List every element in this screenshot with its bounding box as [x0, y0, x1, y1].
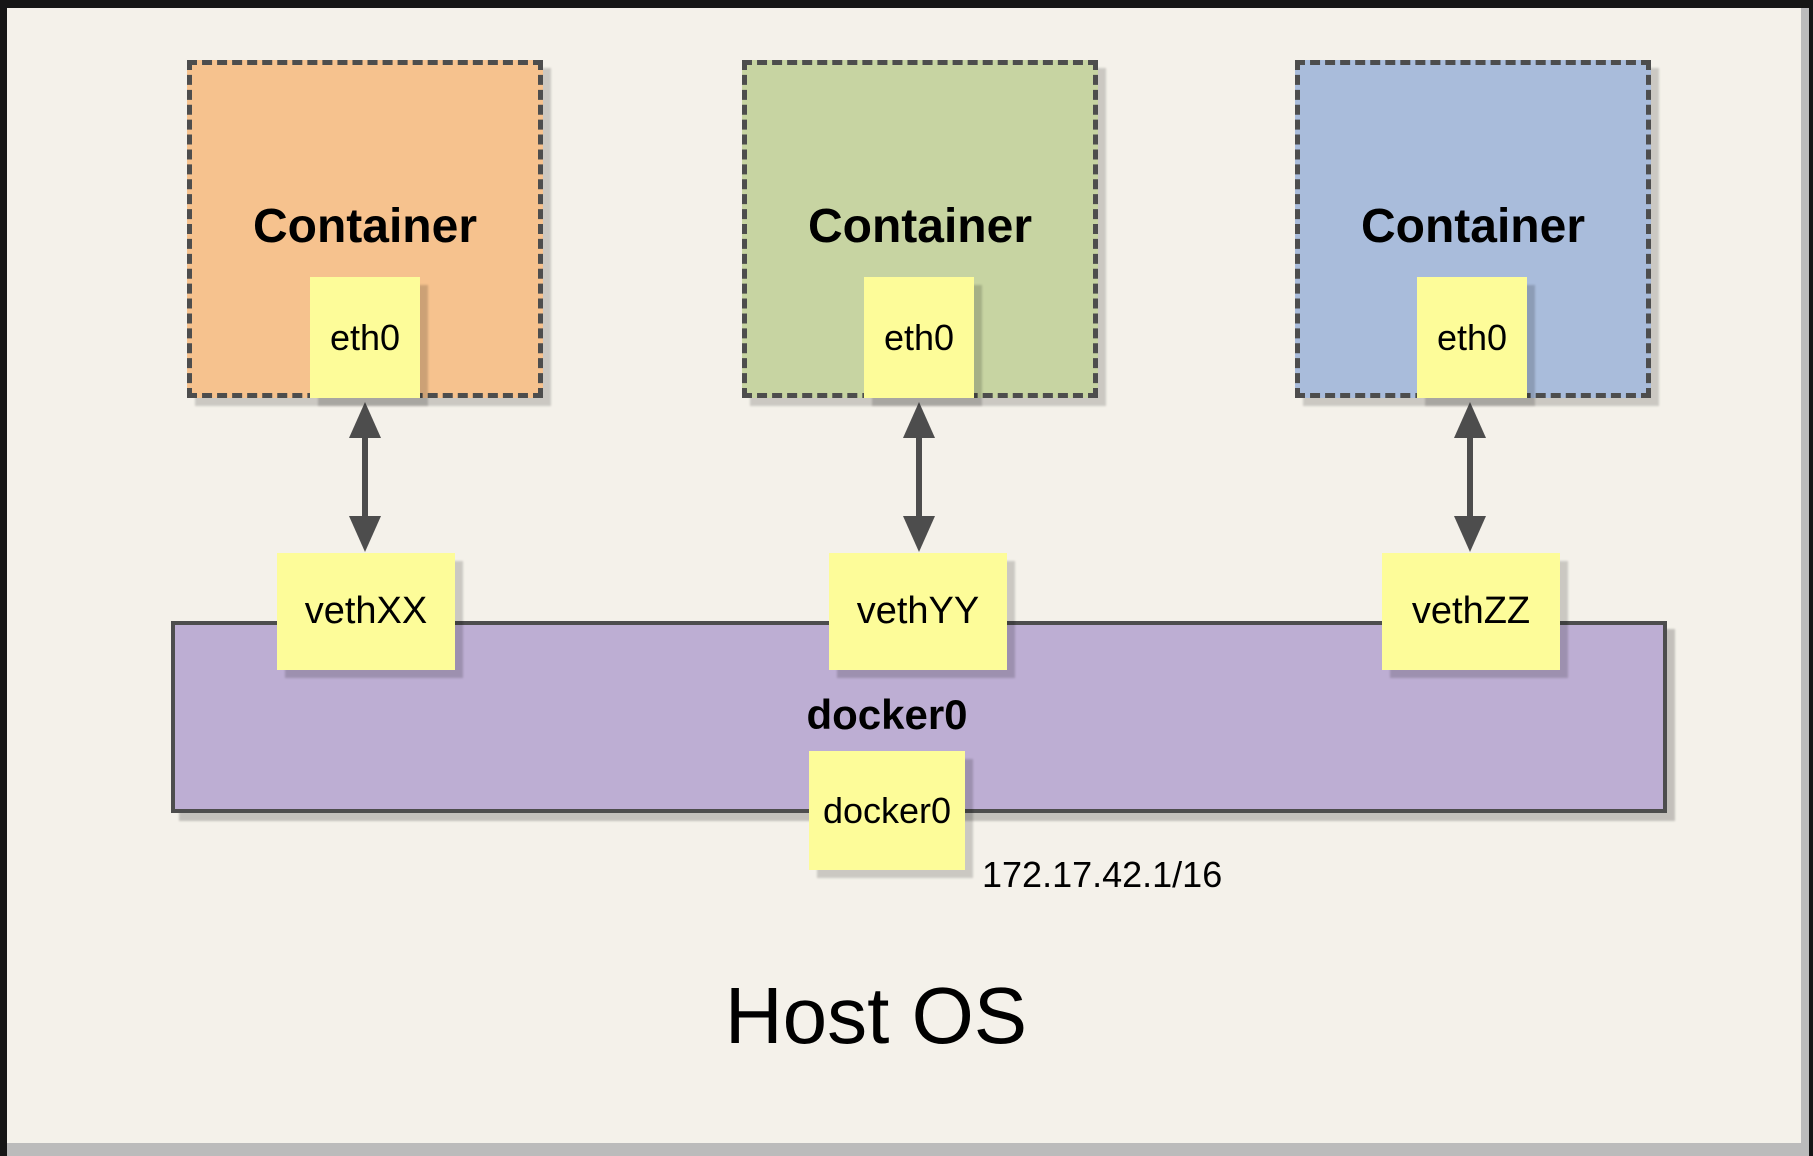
arrowhead-down-icon — [1454, 516, 1486, 552]
bridge-ip-address: 172.17.42.1/16 — [982, 854, 1223, 895]
arrowhead-down-icon — [349, 516, 381, 552]
arrow-shaft — [362, 438, 368, 516]
veth-label: vethXX — [304, 590, 428, 632]
arrowhead-down-icon — [903, 516, 935, 552]
eth0-label: eth0 — [883, 316, 955, 358]
veth-label: vethZZ — [1411, 590, 1531, 632]
veth-interface-box-2: vethYY — [829, 553, 1007, 670]
arrowhead-up-icon — [903, 402, 935, 438]
container-label: Container — [807, 200, 1032, 253]
docker0-interface-label: docker0 — [822, 789, 952, 831]
veth-connection-arrow-3 — [1454, 402, 1486, 552]
arrow-shaft — [916, 438, 922, 516]
eth0-interface-box-1: eth0 — [310, 277, 420, 398]
veth-interface-box-1: vethXX — [277, 553, 455, 670]
arrowhead-up-icon — [349, 402, 381, 438]
container-label: Container — [252, 200, 477, 253]
eth0-label: eth0 — [1436, 316, 1508, 358]
eth0-label: eth0 — [329, 316, 401, 358]
veth-interface-box-3: vethZZ — [1382, 553, 1560, 670]
docker0-bridge-label: docker0 — [806, 691, 968, 738]
host-os-title: Host OS — [724, 971, 1028, 1060]
eth0-interface-box-3: eth0 — [1417, 277, 1527, 398]
container-label: Container — [1360, 200, 1585, 253]
diagram-stage: Container eth0 vethXX Container — [7, 8, 1801, 1143]
veth-connection-arrow-1 — [349, 402, 381, 552]
veth-label: vethYY — [856, 590, 980, 632]
page-background: Container eth0 vethXX Container — [7, 8, 1801, 1143]
arrowhead-up-icon — [1454, 402, 1486, 438]
arrow-shaft — [1467, 438, 1473, 516]
docker0-interface-box: docker0 — [809, 751, 965, 870]
eth0-interface-box-2: eth0 — [864, 277, 974, 398]
veth-connection-arrow-2 — [903, 402, 935, 552]
